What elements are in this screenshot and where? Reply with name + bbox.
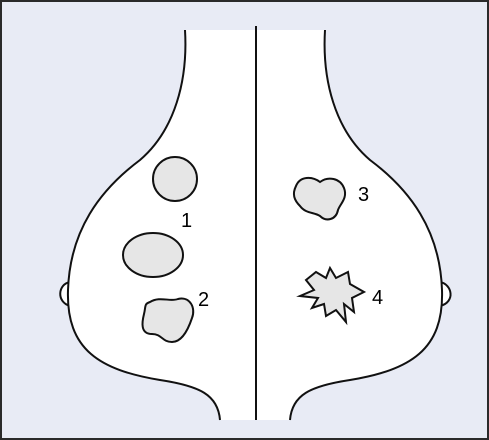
- lesion-1-label: 1: [181, 210, 192, 232]
- lesion-1-oval: [123, 233, 183, 277]
- lesion-1-round: [153, 157, 197, 201]
- lesion-2-label: 2: [198, 289, 209, 311]
- lesion-4-label: 4: [372, 287, 383, 309]
- lesion-3-label: 3: [358, 184, 369, 206]
